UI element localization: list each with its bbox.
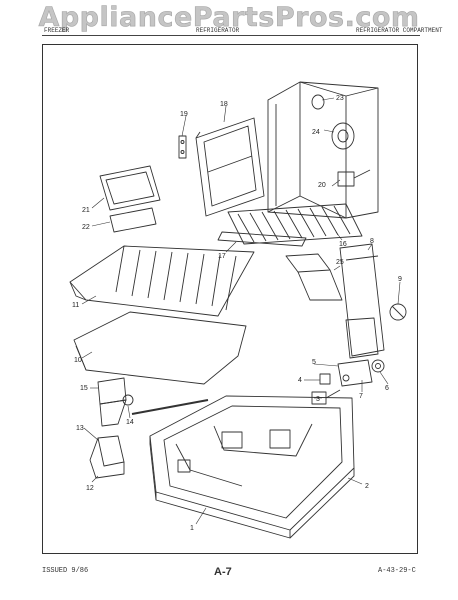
- glass-shelf-drawing: [73, 311, 247, 385]
- header-rule: [42, 35, 420, 36]
- callout-17: 17: [218, 253, 226, 260]
- butter-door-drawing: [99, 165, 161, 233]
- callout-16: 16: [339, 241, 347, 248]
- callout-5: 5: [312, 359, 316, 366]
- callout-7: 7: [359, 393, 363, 400]
- callout-8: 8: [370, 238, 374, 245]
- header-right: REFRIGERATOR COMPARTMENT: [356, 27, 443, 34]
- callout-13: 13: [76, 425, 84, 432]
- leader-lines: [81, 97, 401, 525]
- callout-23: 23: [336, 95, 344, 102]
- callout-20: 20: [318, 182, 326, 189]
- callout-21: 21: [82, 207, 90, 214]
- callout-4: 4: [298, 377, 302, 384]
- watermark-text: AppliancePartsPros.com: [38, 2, 420, 34]
- callout-labels: 1 2 3 4 5 6 7 8 9 10 11 12 13 14 15 16 1…: [72, 95, 402, 532]
- callout-1: 1: [190, 525, 194, 532]
- callout-24: 24: [312, 129, 320, 136]
- callout-10: 10: [74, 357, 82, 364]
- callout-12: 12: [86, 485, 94, 492]
- callout-18: 18: [220, 101, 228, 108]
- page-number: A-7: [214, 566, 232, 578]
- diagram-frame: [42, 44, 418, 554]
- callout-19: 19: [180, 111, 188, 118]
- door-liner-drawing: [195, 117, 265, 217]
- callout-15: 15: [80, 385, 88, 392]
- header-middle: REFRIGERATOR: [196, 27, 240, 34]
- callout-3: 3: [316, 396, 320, 403]
- crisper-cover-drawing: [69, 245, 255, 317]
- callout-22: 22: [82, 224, 90, 231]
- hinge-drawing: [178, 135, 187, 159]
- callout-14: 14: [126, 419, 134, 426]
- drawer-parts-drawing: [89, 377, 134, 479]
- wire-shelf-drawing: [217, 203, 363, 247]
- air-duct-drawing: [285, 243, 407, 359]
- base-pan-drawing: [131, 395, 355, 539]
- header-left: FREEZER: [44, 27, 70, 34]
- callout-2: 2: [365, 483, 369, 490]
- callout-25: 25: [336, 259, 344, 266]
- issued-date: ISSUED 9/86: [42, 567, 89, 575]
- callout-9: 9: [398, 276, 402, 283]
- diagram-code: A-43-29-C: [378, 567, 416, 575]
- cabinet-interior-drawing: [267, 81, 379, 219]
- callout-11: 11: [72, 302, 79, 309]
- callout-6: 6: [385, 385, 389, 392]
